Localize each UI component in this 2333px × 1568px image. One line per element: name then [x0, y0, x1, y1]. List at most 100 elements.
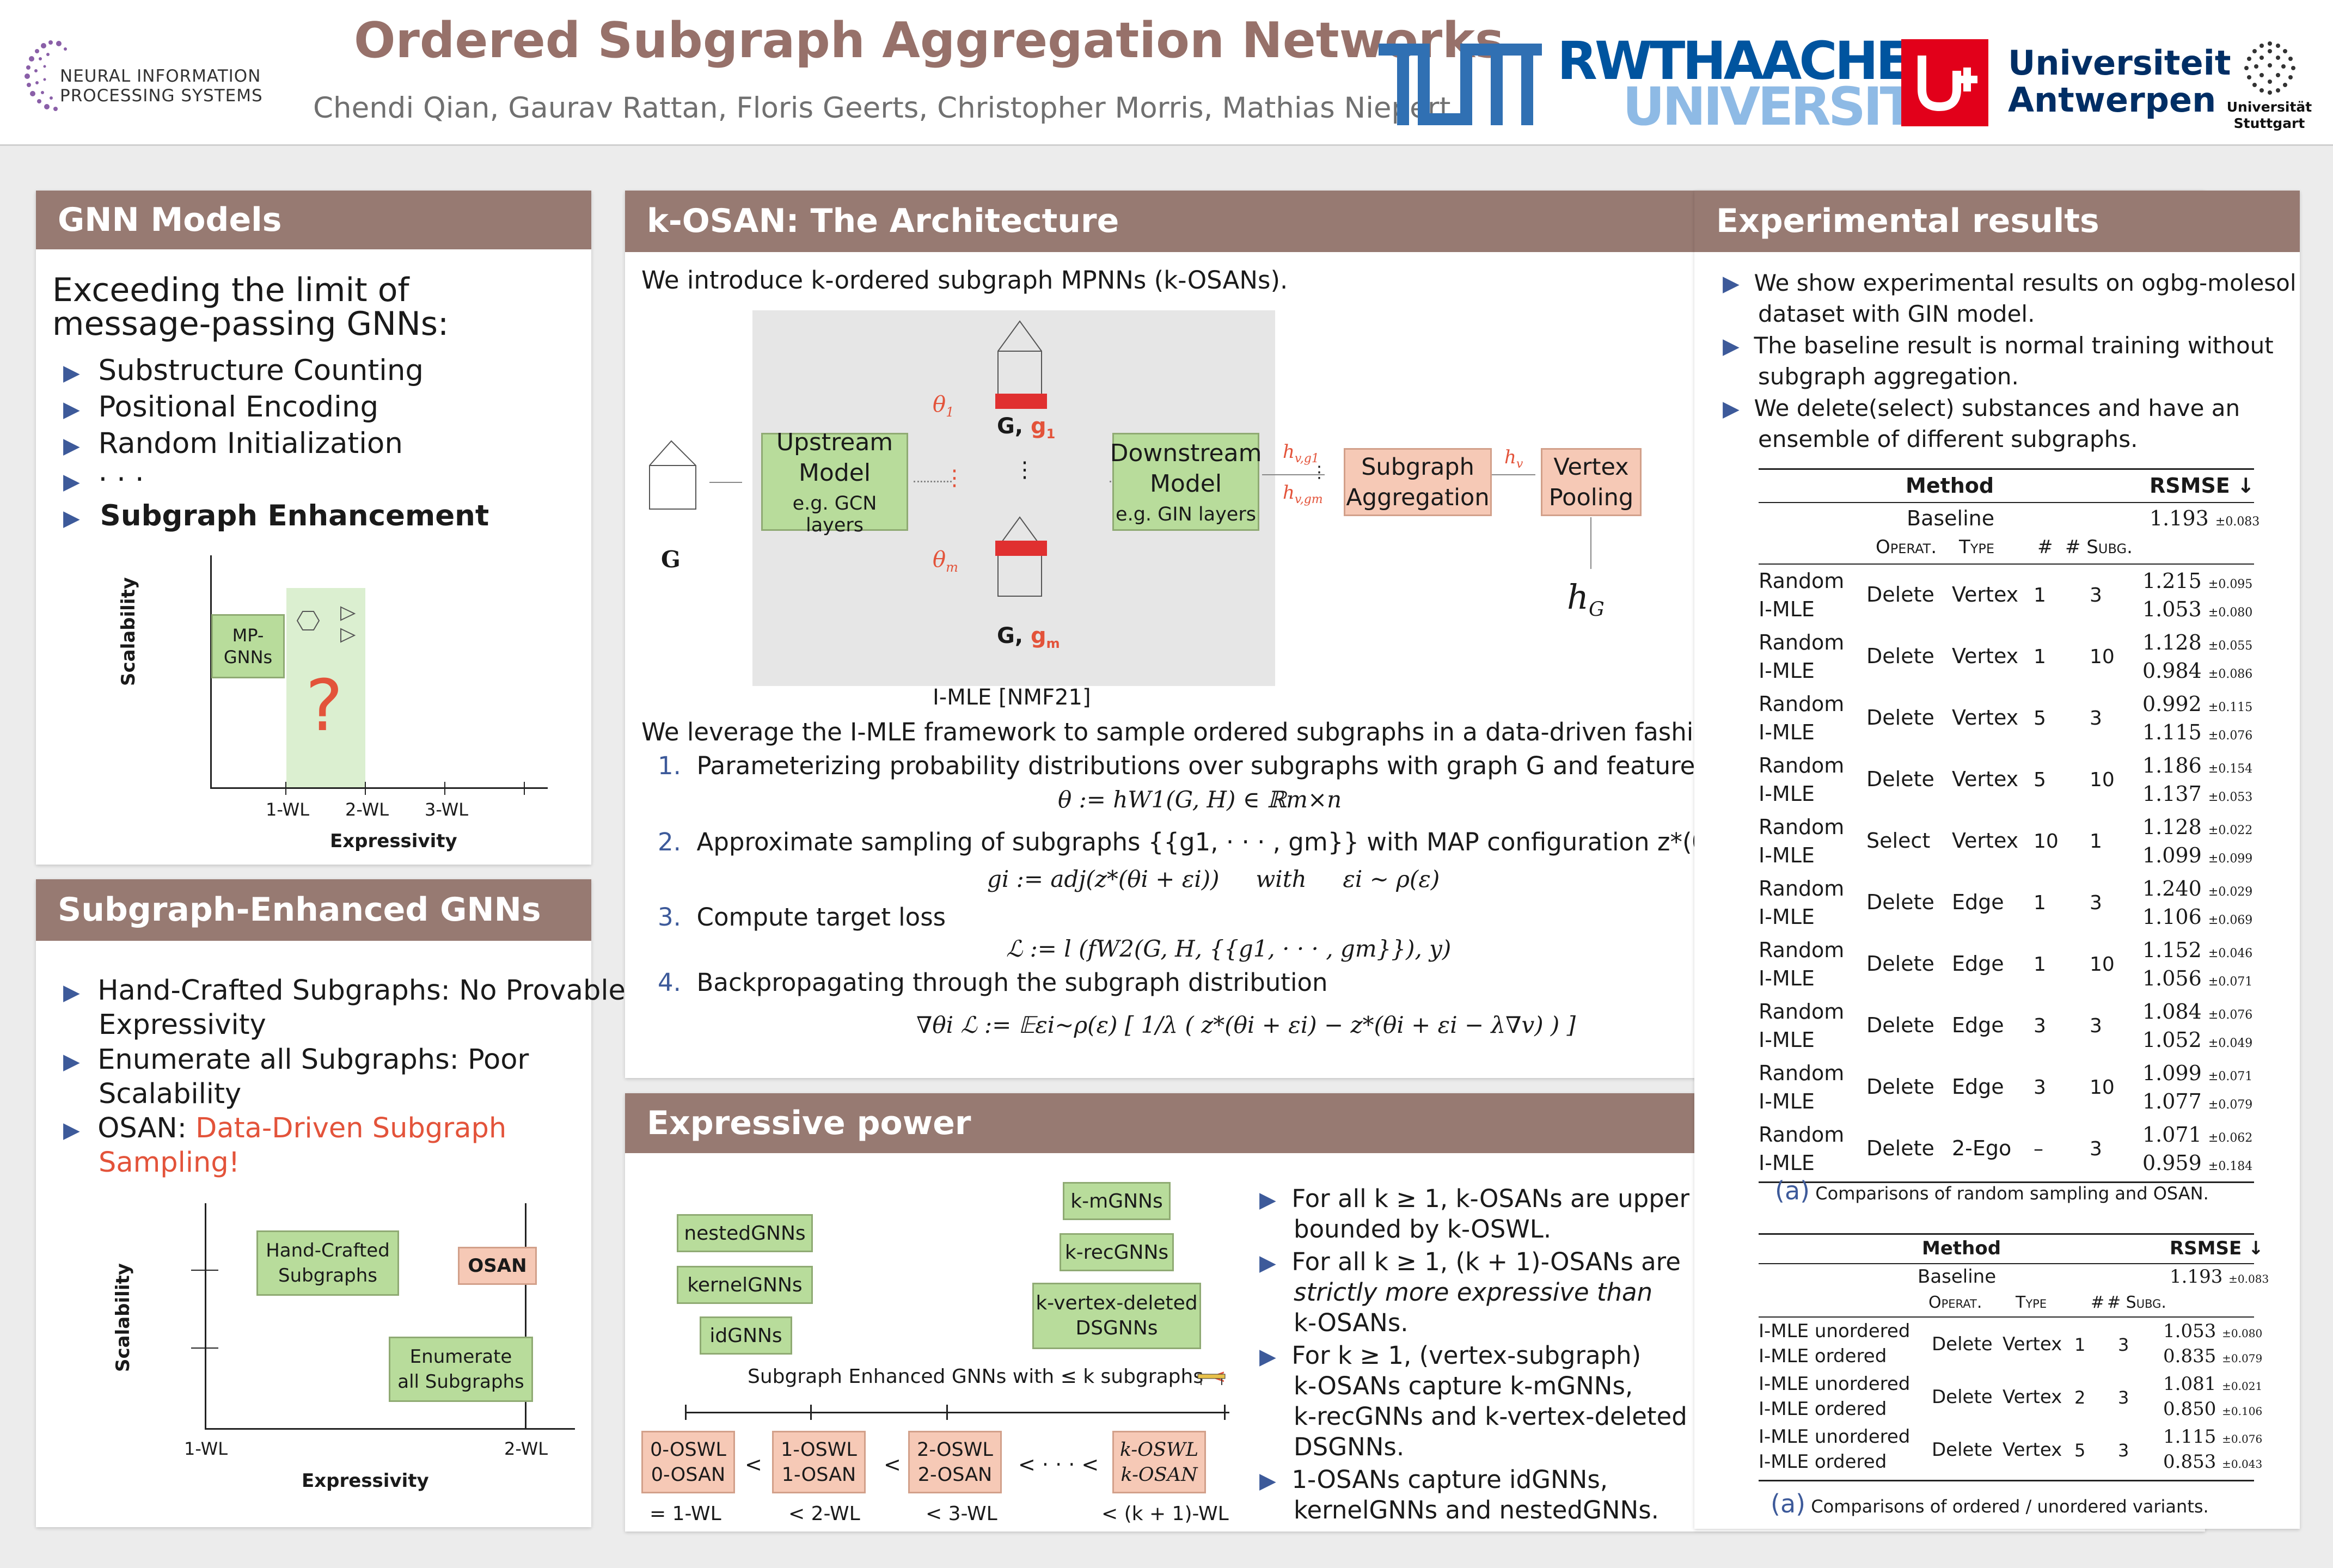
baseline-std: ±0.083: [2228, 1272, 2269, 1285]
row-operat: Delete: [1932, 1333, 1993, 1355]
table-header-rsmse: RSMSE ↓: [2150, 474, 2255, 498]
barrier-icon: [1197, 1374, 1226, 1385]
list-item: ▶ · · ·: [63, 463, 144, 496]
row-type: Vertex: [1952, 583, 2019, 607]
scalability-expressivity-chart-2: Scalability Expressivity 1-WL 2-WL Hand-…: [90, 1192, 580, 1514]
neurips-mark-icon: [25, 40, 67, 111]
list-item-continuation: Sampling!: [99, 1147, 240, 1179]
hierarchy-below: < 2-WL: [788, 1503, 860, 1525]
row-value-imle: 0.984 ±0.086: [2142, 659, 2252, 683]
list-item: ▶ Subgraph Enhancement: [63, 499, 489, 532]
list-item-continuation: Scalability: [99, 1078, 242, 1110]
intro-line-1: Exceeding the limit of: [52, 271, 409, 309]
row-method-2: I-MLE ordered: [1759, 1398, 1887, 1420]
rwth-logo: RWTHAACHEN UNIVERSITY: [1557, 35, 1952, 133]
upstream-label: Upstream Model: [776, 428, 893, 487]
results-bullet-continuation: ensemble of different subgraphs.: [1758, 426, 2138, 452]
triangle-bullet-icon: ▶: [63, 469, 80, 494]
hierarchy-below: < (k + 1)-WL: [1101, 1503, 1229, 1525]
k-recgnns-box: k-recGNNs: [1060, 1233, 1174, 1271]
hierarchy-separator: <: [884, 1453, 901, 1477]
triangle-bullet-icon: ▶: [1723, 396, 1740, 421]
triangle-bullet-icon: ▶: [1723, 271, 1740, 296]
row-operat: Delete: [1866, 1075, 1934, 1099]
row-type: Vertex: [1952, 644, 2019, 668]
row-type: Vertex: [2003, 1333, 2062, 1355]
row-operat: Delete: [1866, 767, 1934, 791]
step-text: Parameterizing probability distributions…: [696, 751, 1722, 780]
subheader-type: Type: [2016, 1293, 2047, 1312]
panel-heading: Subgraph-Enhanced GNNs: [36, 879, 591, 941]
row-type: Edge: [1952, 1013, 2004, 1037]
list-item-text: Subgraph Enhancement: [100, 499, 489, 532]
value-mean: 1.240: [2142, 877, 2202, 901]
value-std: ±0.029: [2208, 885, 2253, 899]
row-num: 3: [2034, 1015, 2046, 1037]
row-value-random: 1.215 ±0.095: [2142, 569, 2252, 593]
row-subg: 1: [2090, 830, 2102, 853]
row-value-imle: 1.099 ±0.099: [2142, 843, 2252, 867]
k-mgnns-box: k-mGNNs: [1063, 1182, 1171, 1220]
hierarchy-separator: <: [745, 1453, 762, 1477]
subheader-operat: Operat.: [1876, 536, 1937, 558]
bullet-text: 1-OSANs capture idGNNs,: [1291, 1465, 1608, 1494]
row-value-random: 1.071 ±0.062: [2142, 1123, 2252, 1147]
row-type: Edge: [1952, 1075, 2004, 1099]
expressive-bullet-continuation: k-OSANs capture k-mGNNs,: [1294, 1371, 1633, 1400]
subheader-subg: # Subg.: [2107, 1293, 2166, 1312]
row-num: 5: [2034, 707, 2046, 730]
subheader-num: #: [2037, 536, 2053, 558]
row-value-random: 1.128 ±0.055: [2142, 630, 2252, 654]
x-axis-label: Expressivity: [330, 830, 457, 852]
row-value-random: 1.084 ±0.076: [2142, 1000, 2252, 1024]
subheader-num: #: [2091, 1293, 2105, 1312]
row-value-unordered: 1.053 ±0.080: [2163, 1320, 2262, 1342]
hierarchy-below: < 3-WL: [926, 1503, 997, 1525]
value-std: ±0.071: [2208, 1070, 2253, 1083]
row-subg: 3: [2090, 707, 2102, 730]
panel-gnn-models: GNN Models Exceeding the limit of messag…: [36, 191, 591, 865]
row-method-2: I-MLE: [1759, 782, 1815, 806]
neurips-logo-text-1: NEURAL INFORMATION: [60, 66, 261, 86]
subheader-type: Type: [1959, 536, 1995, 558]
upstream-sublabel: e.g. GCN layers: [792, 493, 877, 536]
row-method-1: Random: [1759, 569, 1845, 593]
row-subg: 3: [2090, 892, 2102, 914]
row-method-1: Random: [1759, 877, 1845, 901]
vertical-ellipsis: ⋮: [1014, 457, 1036, 482]
poster-title: Ordered Subgraph Aggregation Networks: [354, 12, 1504, 69]
scalability-expressivity-chart: Scalability Expressivity 1-WL 2-WL 3-WL …: [118, 550, 553, 855]
panel-experimental-results: Experimental results ▶ We show experimen…: [1694, 191, 2300, 1529]
antwerp-logo-text: Universiteit Antwerpen: [2008, 45, 2231, 119]
y-axis-label: Scalability: [112, 1263, 134, 1372]
intro-text: We introduce k-ordered subgraph MPNNs (k…: [641, 266, 1288, 295]
row-type: Edge: [1952, 890, 2004, 914]
architecture-diagram: G Upstream Model e.g. GCN layers θ1 θm G…: [625, 308, 2205, 710]
subgraph-aggregation-box: Subgraph Aggregation: [1344, 448, 1492, 516]
stuttgart-logo: Universität Stuttgart: [2220, 38, 2318, 136]
value-mean: 0.835: [2163, 1345, 2216, 1367]
value-std: ±0.076: [2208, 1008, 2253, 1022]
row-method-2: I-MLE: [1759, 1089, 1815, 1113]
results-bullet-continuation: subgraph aggregation.: [1758, 363, 2019, 390]
row-num: 2: [2074, 1387, 2086, 1408]
expressive-bullet-continuation: DSGNNs.: [1294, 1432, 1405, 1461]
baseline-label: Baseline: [1918, 1266, 1997, 1288]
list-item-text: Positional Encoding: [98, 390, 379, 424]
row-operat: Delete: [1866, 890, 1934, 914]
row-operat: Delete: [1932, 1386, 1993, 1408]
list-item: ▶ Enumerate all Subgraphs: Poor: [63, 1044, 529, 1076]
hvg1-label: hv,g1: [1283, 441, 1319, 465]
value-mean: 1.053: [2142, 597, 2202, 621]
expressive-bullet: ▶ 1-OSANs capture idGNNs,: [1259, 1465, 1608, 1494]
bullet-text: For all k ≥ 1, (k + 1)-OSANs are: [1291, 1247, 1681, 1276]
nestedgnns-box: nestedGNNs: [677, 1214, 813, 1252]
row-method-2: I-MLE: [1759, 905, 1815, 929]
baseline-value: 1.193 ±0.083: [2150, 506, 2259, 530]
hierarchy-caption-text: Subgraph Enhanced GNNs with ≤ k subgraph…: [748, 1365, 1204, 1388]
row-method-2: I-MLE: [1759, 1028, 1815, 1052]
intro-line-2: message-passing GNNs:: [52, 305, 449, 343]
table-bottom-rule: [1759, 1480, 2254, 1481]
subgraph-m-icon: [995, 516, 1047, 597]
list-item-continuation: Expressivity: [99, 1009, 266, 1041]
